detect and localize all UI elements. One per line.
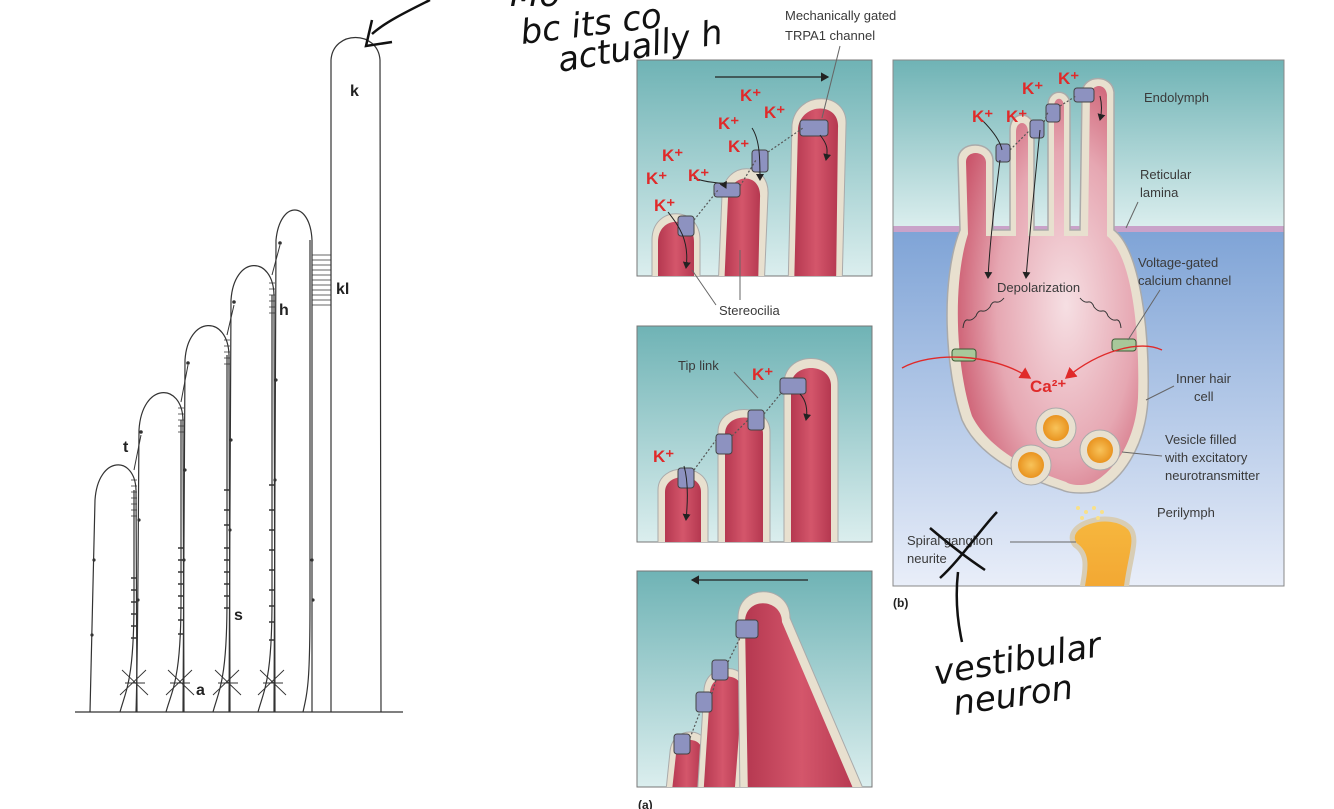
k-ion: K⁺ xyxy=(688,166,709,185)
panel-b: K⁺ K⁺ K⁺ K⁺ Depolarization Ca²⁺ Endolymp… xyxy=(892,59,1285,587)
voltage-gated-leader xyxy=(1127,289,1161,341)
k-ion: K⁺ xyxy=(764,103,785,122)
k-flow-arrows xyxy=(667,127,832,269)
k-ion: K⁺ xyxy=(653,447,674,466)
calcium-influx-arrows xyxy=(901,345,1163,379)
voltage-gated-label: calcium channel xyxy=(1138,273,1231,288)
inner-hair-cell-body xyxy=(957,86,1139,485)
k-ion: K⁺ xyxy=(662,146,683,165)
label-a: a xyxy=(196,682,205,699)
label-h: h xyxy=(279,302,289,319)
stereocilium-1 xyxy=(89,464,138,713)
ankle-links xyxy=(119,669,287,696)
k-ion: K⁺ xyxy=(654,196,675,215)
calcium-ion: Ca²⁺ xyxy=(1030,377,1066,396)
kinocilium xyxy=(330,37,382,713)
voltage-gated-label: Voltage-gated xyxy=(1138,255,1218,270)
k-ion: K⁺ xyxy=(752,365,773,384)
trpa1-channels xyxy=(673,619,759,755)
stereocilia-leaders xyxy=(691,250,741,306)
cross-out-stroke xyxy=(929,527,986,572)
k-ion: K⁺ xyxy=(646,169,667,188)
insertional-plaques xyxy=(131,254,331,517)
neurotransmitter-release xyxy=(1076,506,1104,520)
label-kl: kl xyxy=(336,281,349,298)
stereocilium-2 xyxy=(135,392,185,713)
hand-pointer-line xyxy=(955,571,964,643)
inner-hair-cell-label: Inner hair xyxy=(1176,371,1232,386)
label-s: s xyxy=(234,607,243,624)
inner-hair-cell-leader xyxy=(1145,385,1175,401)
tip-link-springs xyxy=(693,127,804,221)
reticular-leader xyxy=(1125,201,1139,229)
panel-a-middle: K⁺ K⁺ Tip link xyxy=(636,325,873,543)
k-ion: K⁺ xyxy=(740,86,761,105)
hand-arrow-head xyxy=(364,19,393,48)
vesicle-label: with excitatory xyxy=(1164,450,1248,465)
stereocilium-3 xyxy=(182,325,231,713)
vesicles xyxy=(1010,407,1121,486)
k-ion: K⁺ xyxy=(1006,107,1027,126)
inner-hair-cell-label: cell xyxy=(1194,389,1214,404)
side-links xyxy=(131,484,275,641)
panel-a-caption: (a) xyxy=(638,798,653,809)
stereocilia-bundle-drawing: k kl h t s a xyxy=(75,37,403,713)
panel-a-bottom xyxy=(636,570,873,788)
surface-dots xyxy=(90,241,315,637)
k-ion: K⁺ xyxy=(972,107,993,126)
tip-link-springs xyxy=(693,391,783,471)
trpa1-channels xyxy=(995,87,1095,163)
stereocilium-4 xyxy=(228,265,276,713)
channel-leader xyxy=(821,45,841,119)
vesicle-leader xyxy=(1121,451,1163,457)
stereocilia-label: Stereocilia xyxy=(719,303,780,318)
depolarization-wavy-lines xyxy=(962,297,1122,329)
k-flow-arrows xyxy=(981,95,1106,279)
label-t: t xyxy=(123,439,129,456)
tip-link-springs xyxy=(1009,95,1077,151)
cross-out-stroke xyxy=(939,511,998,579)
hand-arrow-shaft xyxy=(371,0,431,35)
tip-links xyxy=(133,244,281,471)
endolymph-label: Endolymph xyxy=(1144,90,1209,105)
vesicle-label: Vesicle filled xyxy=(1165,432,1237,447)
spiral-ganglion-neurite xyxy=(1069,516,1137,586)
tip-link-leader xyxy=(733,371,759,399)
k-ion: K⁺ xyxy=(728,137,749,156)
tip-link-label: Tip link xyxy=(678,358,719,373)
reticular-lamina-label: Reticular xyxy=(1140,167,1192,182)
panel-a-top: K⁺ K⁺ K⁺ K⁺ K⁺ K⁺ K⁺ K⁺ xyxy=(636,59,873,277)
trpa1-channels xyxy=(677,119,829,237)
channel-label-line2: TRPA1 channel xyxy=(785,28,875,43)
hand-text-line1: Mo xyxy=(510,0,560,15)
spiral-ganglion-label: neurite xyxy=(907,551,947,566)
k-ion: K⁺ xyxy=(718,114,739,133)
k-ion: K⁺ xyxy=(1022,79,1043,98)
reticular-lamina-label: lamina xyxy=(1140,185,1179,200)
trpa1-channels xyxy=(677,377,807,489)
perilymph-label: Perilymph xyxy=(1157,505,1215,520)
panel-b-caption: (b) xyxy=(893,596,908,610)
k-flow-arrow xyxy=(799,393,812,421)
k-ion: K⁺ xyxy=(1058,69,1079,88)
k-flow-arrow xyxy=(682,465,691,521)
depolarization-label: Depolarization xyxy=(997,280,1080,295)
vesicle-label: neurotransmitter xyxy=(1165,468,1260,483)
tip-link-springs xyxy=(689,637,741,739)
label-k: k xyxy=(350,83,359,100)
stereocilium-5 xyxy=(273,209,313,713)
channel-label-line1: Mechanically gated xyxy=(785,8,896,23)
